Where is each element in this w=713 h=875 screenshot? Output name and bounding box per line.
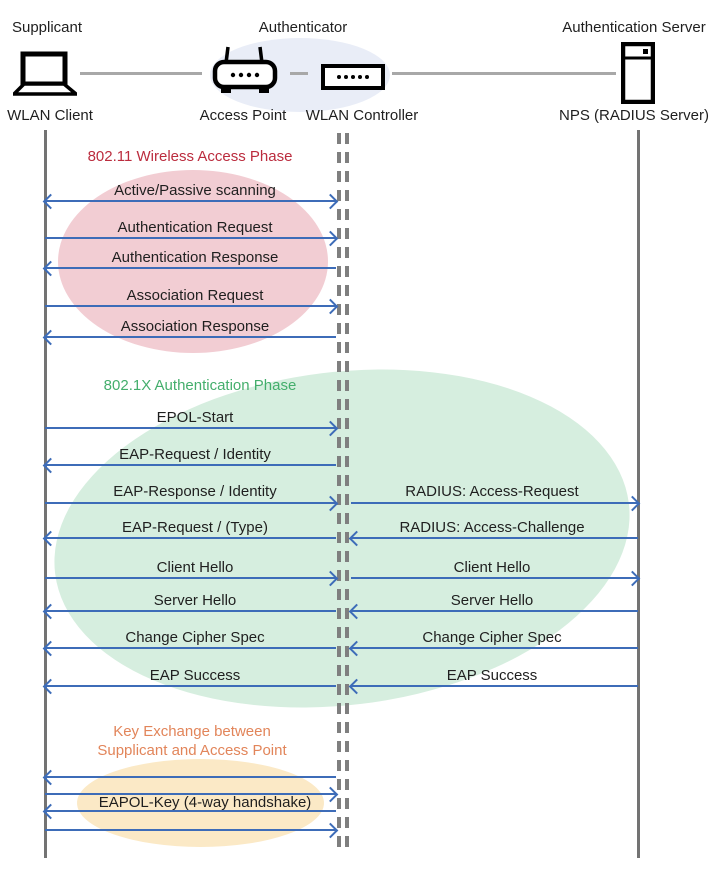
device-label-access-point: Access Point	[199, 107, 287, 124]
lifeline-nps-server	[637, 130, 640, 858]
arrowhead-right	[322, 822, 339, 839]
message-label-authentication-request: Authentication Request	[117, 219, 273, 236]
device-label-wlan-controller: WLAN Controller	[305, 107, 419, 124]
message-arrow-client-hello-right	[351, 570, 641, 587]
role-label-authenticator: Authenticator	[258, 19, 348, 36]
connector-line-ap-controller	[290, 72, 308, 75]
lifeline-wlan-client	[44, 130, 47, 858]
role-label-authentication-server: Authentication Server	[562, 19, 706, 36]
access-point-icon	[210, 46, 280, 101]
message-label-eap-success-right: EAP Success	[446, 667, 538, 684]
server-icon	[620, 41, 656, 109]
key-exchange-title-line1: Key Exchange between	[113, 723, 271, 740]
message-label-eap-request-type: EAP-Request / (Type)	[122, 519, 268, 536]
lifeline-wlan-controller-dashed-right	[345, 133, 349, 855]
message-label-authentication-response: Authentication Response	[111, 249, 279, 266]
message-label-server-hello-left: Server Hello	[153, 592, 237, 609]
message-arrow-eap-request-identity	[42, 457, 336, 474]
message-arrow-active-passive-scanning	[42, 193, 339, 210]
wlan-controller-icon	[321, 64, 385, 95]
handshake-arrow-4	[45, 822, 339, 839]
message-arrow-radius-access-request	[351, 495, 641, 512]
message-arrow-server-hello-left	[42, 603, 336, 620]
key-exchange-title-line2: Supplicant and Access Point	[97, 742, 287, 759]
message-label-client-hello-left: Client Hello	[156, 559, 234, 576]
message-label-eapol-key-handshake: EAPOL-Key (4-way handshake)	[98, 794, 312, 811]
message-arrow-client-hello-left	[45, 570, 339, 587]
laptop-icon	[9, 51, 81, 102]
handshake-arrow-2	[45, 786, 339, 803]
message-label-change-cipher-spec-left: Change Cipher Spec	[125, 629, 265, 646]
message-label-association-response: Association Response	[120, 318, 270, 335]
message-arrow-authentication-response	[42, 260, 336, 277]
message-label-change-cipher-spec-right: Change Cipher Spec	[422, 629, 562, 646]
device-label-wlan-client: WLAN Client	[7, 107, 93, 124]
message-arrow-server-hello-right	[348, 603, 638, 620]
key-exchange-ellipse	[77, 759, 324, 847]
message-label-eap-response-identity: EAP-Response / Identity	[113, 483, 277, 500]
message-arrow-eap-success-right	[348, 678, 638, 695]
message-arrow-association-response	[42, 329, 336, 346]
connector-line-client-ap	[80, 72, 202, 75]
message-arrow-eap-request-type	[42, 530, 336, 547]
arrowhead-right	[322, 193, 339, 210]
message-label-server-hello-right: Server Hello	[450, 592, 534, 609]
message-arrow-radius-access-challenge	[348, 530, 638, 547]
message-label-epol-start: EPOL-Start	[156, 409, 234, 426]
message-arrow-eap-response-identity	[45, 495, 339, 512]
handshake-arrow-3	[42, 803, 336, 820]
device-label-nps: NPS (RADIUS Server)	[558, 107, 710, 124]
arrowhead-right	[322, 786, 339, 803]
message-label-eap-request-identity: EAP-Request / Identity	[119, 446, 271, 463]
message-arrow-change-cipher-spec-right	[348, 640, 638, 657]
message-label-association-request: Association Request	[126, 287, 264, 304]
handshake-arrow-1	[42, 769, 336, 786]
message-label-active-passive-scanning: Active/Passive scanning	[114, 182, 276, 199]
arrowhead-right	[322, 298, 339, 315]
message-arrow-change-cipher-spec-left	[42, 640, 336, 657]
lifeline-wlan-controller-dashed-left	[337, 133, 341, 855]
role-label-supplicant: Supplicant	[11, 19, 83, 36]
message-arrow-association-request	[45, 298, 339, 315]
message-arrow-epol-start	[45, 420, 339, 437]
message-label-eap-success-left: EAP Success	[149, 667, 241, 684]
message-label-client-hello-right: Client Hello	[453, 559, 531, 576]
message-arrow-eap-success-left	[42, 678, 336, 695]
message-label-radius-access-challenge: RADIUS: Access-Challenge	[399, 519, 585, 536]
connector-line-controller-server	[392, 72, 616, 75]
message-label-radius-access-request: RADIUS: Access-Request	[405, 483, 579, 500]
message-arrow-authentication-request	[45, 230, 339, 247]
phase-title-8021x: 802.1X Authentication Phase	[103, 377, 297, 394]
phase-title-80211: 802.11 Wireless Access Phase	[87, 148, 293, 165]
